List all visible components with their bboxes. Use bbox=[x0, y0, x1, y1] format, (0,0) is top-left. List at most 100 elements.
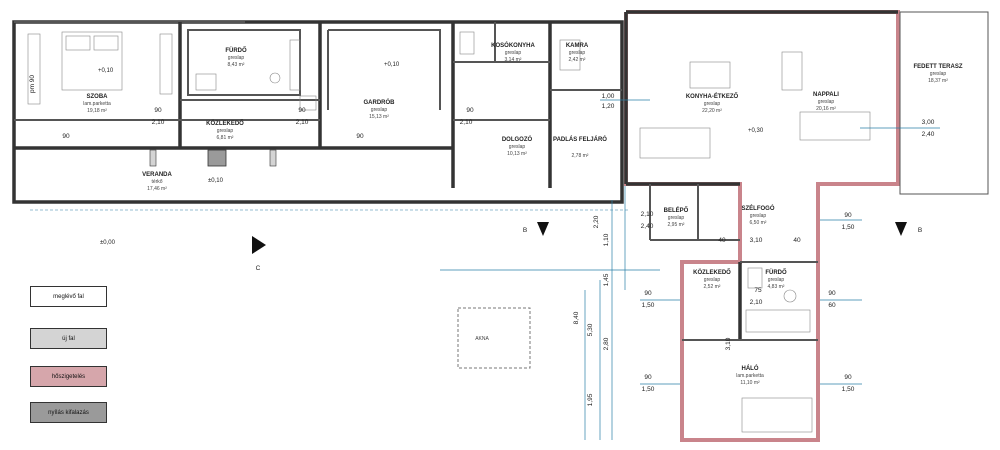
dim-label: 3,00 bbox=[922, 119, 935, 126]
section-marker-b-right: B bbox=[895, 222, 922, 236]
room-name: BELÉPŐ bbox=[664, 206, 689, 214]
room-area: 2,52 m² bbox=[704, 284, 721, 290]
room-belepo: BELÉPŐ greslap 2,95 m² bbox=[664, 206, 689, 228]
level-mark: +0,30 bbox=[748, 128, 764, 134]
dim-label: 2,10 bbox=[460, 119, 473, 126]
room-floor: lam.parketta bbox=[736, 373, 764, 379]
room-floor: greslap bbox=[768, 277, 785, 283]
dim-label: pm 90 bbox=[29, 75, 36, 93]
dim-label: 90 bbox=[466, 107, 474, 114]
well-label: AKNA bbox=[475, 336, 489, 342]
room-area: 4,83 m² bbox=[768, 284, 785, 290]
room-szelfogo: SZÉLFOGÓ greslap 6,50 m² bbox=[742, 204, 775, 226]
dim-label: 2,10 bbox=[641, 211, 654, 218]
room-name: KAMRA bbox=[566, 43, 589, 49]
dim-label: 90 bbox=[356, 133, 364, 140]
room-floor: greslap bbox=[509, 144, 526, 150]
room-floor: greslap bbox=[704, 277, 721, 283]
dim-label: 1,00 bbox=[602, 93, 615, 100]
dim-label: 2,10 bbox=[152, 119, 165, 126]
covered-terrace bbox=[899, 11, 989, 195]
dim-label: 1,10 bbox=[603, 233, 610, 246]
room-kozlekedo-2: KÖZLEKEDŐ greslap 2,52 m² bbox=[693, 269, 731, 290]
dim-label: 1,45 bbox=[603, 273, 610, 286]
room-area: 15,13 m² bbox=[369, 114, 389, 120]
room-name: FEDETT TERASZ bbox=[914, 64, 963, 70]
room-halo: HÁLÓ lam.parketta 11,10 m² bbox=[736, 364, 764, 386]
room-furdo-2: FÜRDŐ greslap 4,83 m² bbox=[765, 269, 787, 290]
dimension-lines bbox=[30, 99, 940, 440]
room-terasz: FEDETT TERASZ greslap 18,37 m² bbox=[914, 64, 963, 84]
room-name: VERANDA bbox=[142, 172, 172, 178]
dim-label: 2,10 bbox=[296, 119, 309, 126]
room-name: FÜRDŐ bbox=[225, 47, 247, 54]
room-area: 2,78 m² bbox=[572, 153, 589, 159]
room-area: 2,42 m² bbox=[569, 57, 586, 63]
room-area: 19,18 m² bbox=[87, 108, 107, 114]
room-gardrob: GARDRÓB greslap 15,13 m² bbox=[364, 98, 396, 120]
furniture bbox=[27, 31, 581, 111]
legend-existing-wall: meglévő fal bbox=[30, 286, 107, 307]
room-floor: greslap bbox=[818, 99, 835, 105]
dim-label: 90 bbox=[154, 107, 162, 114]
room-area: 3,14 m² bbox=[505, 57, 522, 63]
east-wing-walls bbox=[624, 10, 900, 442]
room-name: GARDRÓB bbox=[364, 98, 396, 106]
dim-label: 1,50 bbox=[642, 386, 655, 393]
room-area: 22,20 m² bbox=[702, 108, 722, 114]
room-name: KÖZLEKEDŐ bbox=[206, 120, 244, 127]
dim-label: 90 bbox=[644, 290, 652, 297]
section-label-b-right: B bbox=[918, 227, 922, 234]
section-marker-b-left: B bbox=[523, 222, 549, 236]
room-floor: greslap bbox=[228, 55, 245, 61]
room-floor: greslap bbox=[668, 215, 685, 221]
dim-label: 1,50 bbox=[642, 302, 655, 309]
level-mark: +0,10 bbox=[98, 68, 114, 74]
room-nappali: NAPPALI greslap 20,16 m² bbox=[813, 92, 839, 112]
room-name: KOSÓKONYHA bbox=[491, 41, 535, 49]
room-area: 20,16 m² bbox=[816, 106, 836, 112]
dim-label: 2,40 bbox=[922, 131, 935, 138]
dim-label: 1,20 bbox=[602, 103, 615, 110]
dim-label: 90 bbox=[828, 290, 836, 297]
room-name: HÁLÓ bbox=[742, 364, 759, 372]
room-floor: greslap bbox=[217, 128, 234, 134]
room-dolgozo: DOLGOZÓ greslap 10,13 m² bbox=[502, 135, 533, 157]
room-area: 2,95 m² bbox=[668, 222, 685, 228]
room-floor: greslap bbox=[750, 213, 767, 219]
dim-label: 2,40 bbox=[641, 223, 654, 230]
room-name: SZÉLFOGÓ bbox=[742, 204, 775, 212]
dim-label: 40 bbox=[793, 237, 801, 244]
level-mark: ±0,10 bbox=[208, 178, 224, 184]
dim-label: 2,80 bbox=[603, 337, 610, 350]
room-area: 10,13 m² bbox=[507, 151, 527, 157]
room-name: KONYHA-ÉTKEZŐ bbox=[686, 92, 739, 100]
west-wing-walls bbox=[12, 20, 624, 204]
room-kosokonyha: KOSÓKONYHA greslap 3,14 m² bbox=[491, 41, 535, 63]
dim-label: 1,50 bbox=[842, 386, 855, 393]
room-szoba: SZOBA lam.parketta 19,18 m² bbox=[83, 94, 111, 114]
room-floor: greslap bbox=[930, 71, 947, 77]
dim-label: 1,50 bbox=[842, 224, 855, 231]
room-padlas: PADLÁS FELJÁRÓ 2,78 m² bbox=[553, 135, 607, 159]
room-area: 18,37 m² bbox=[928, 78, 948, 84]
legend-label: nyílás kifalazás bbox=[48, 409, 89, 416]
room-floor: greslap bbox=[704, 101, 721, 107]
section-marker-c: C bbox=[252, 236, 266, 272]
legend-new-wall: új fal bbox=[30, 328, 107, 349]
room-kamra: KAMRA greslap 2,42 m² bbox=[566, 43, 589, 63]
room-floor: lam.parketta bbox=[83, 101, 111, 107]
room-area: 6,81 m² bbox=[217, 135, 234, 141]
legend-opening-infill: nyílás kifalazás bbox=[30, 402, 107, 423]
dim-label: 60 bbox=[828, 302, 836, 309]
dim-label: 8,40 bbox=[573, 311, 580, 324]
room-name: DOLGOZÓ bbox=[502, 135, 533, 143]
well-outline bbox=[457, 307, 531, 369]
room-veranda: VERANDA térkő 17,46 m² bbox=[142, 172, 172, 192]
dim-label: 3,10 bbox=[725, 337, 732, 350]
level-mark: ±0,00 bbox=[100, 240, 116, 246]
dim-label: 75 bbox=[754, 287, 762, 294]
room-name: FÜRDŐ bbox=[765, 269, 787, 276]
level-mark: +0,10 bbox=[384, 62, 400, 68]
